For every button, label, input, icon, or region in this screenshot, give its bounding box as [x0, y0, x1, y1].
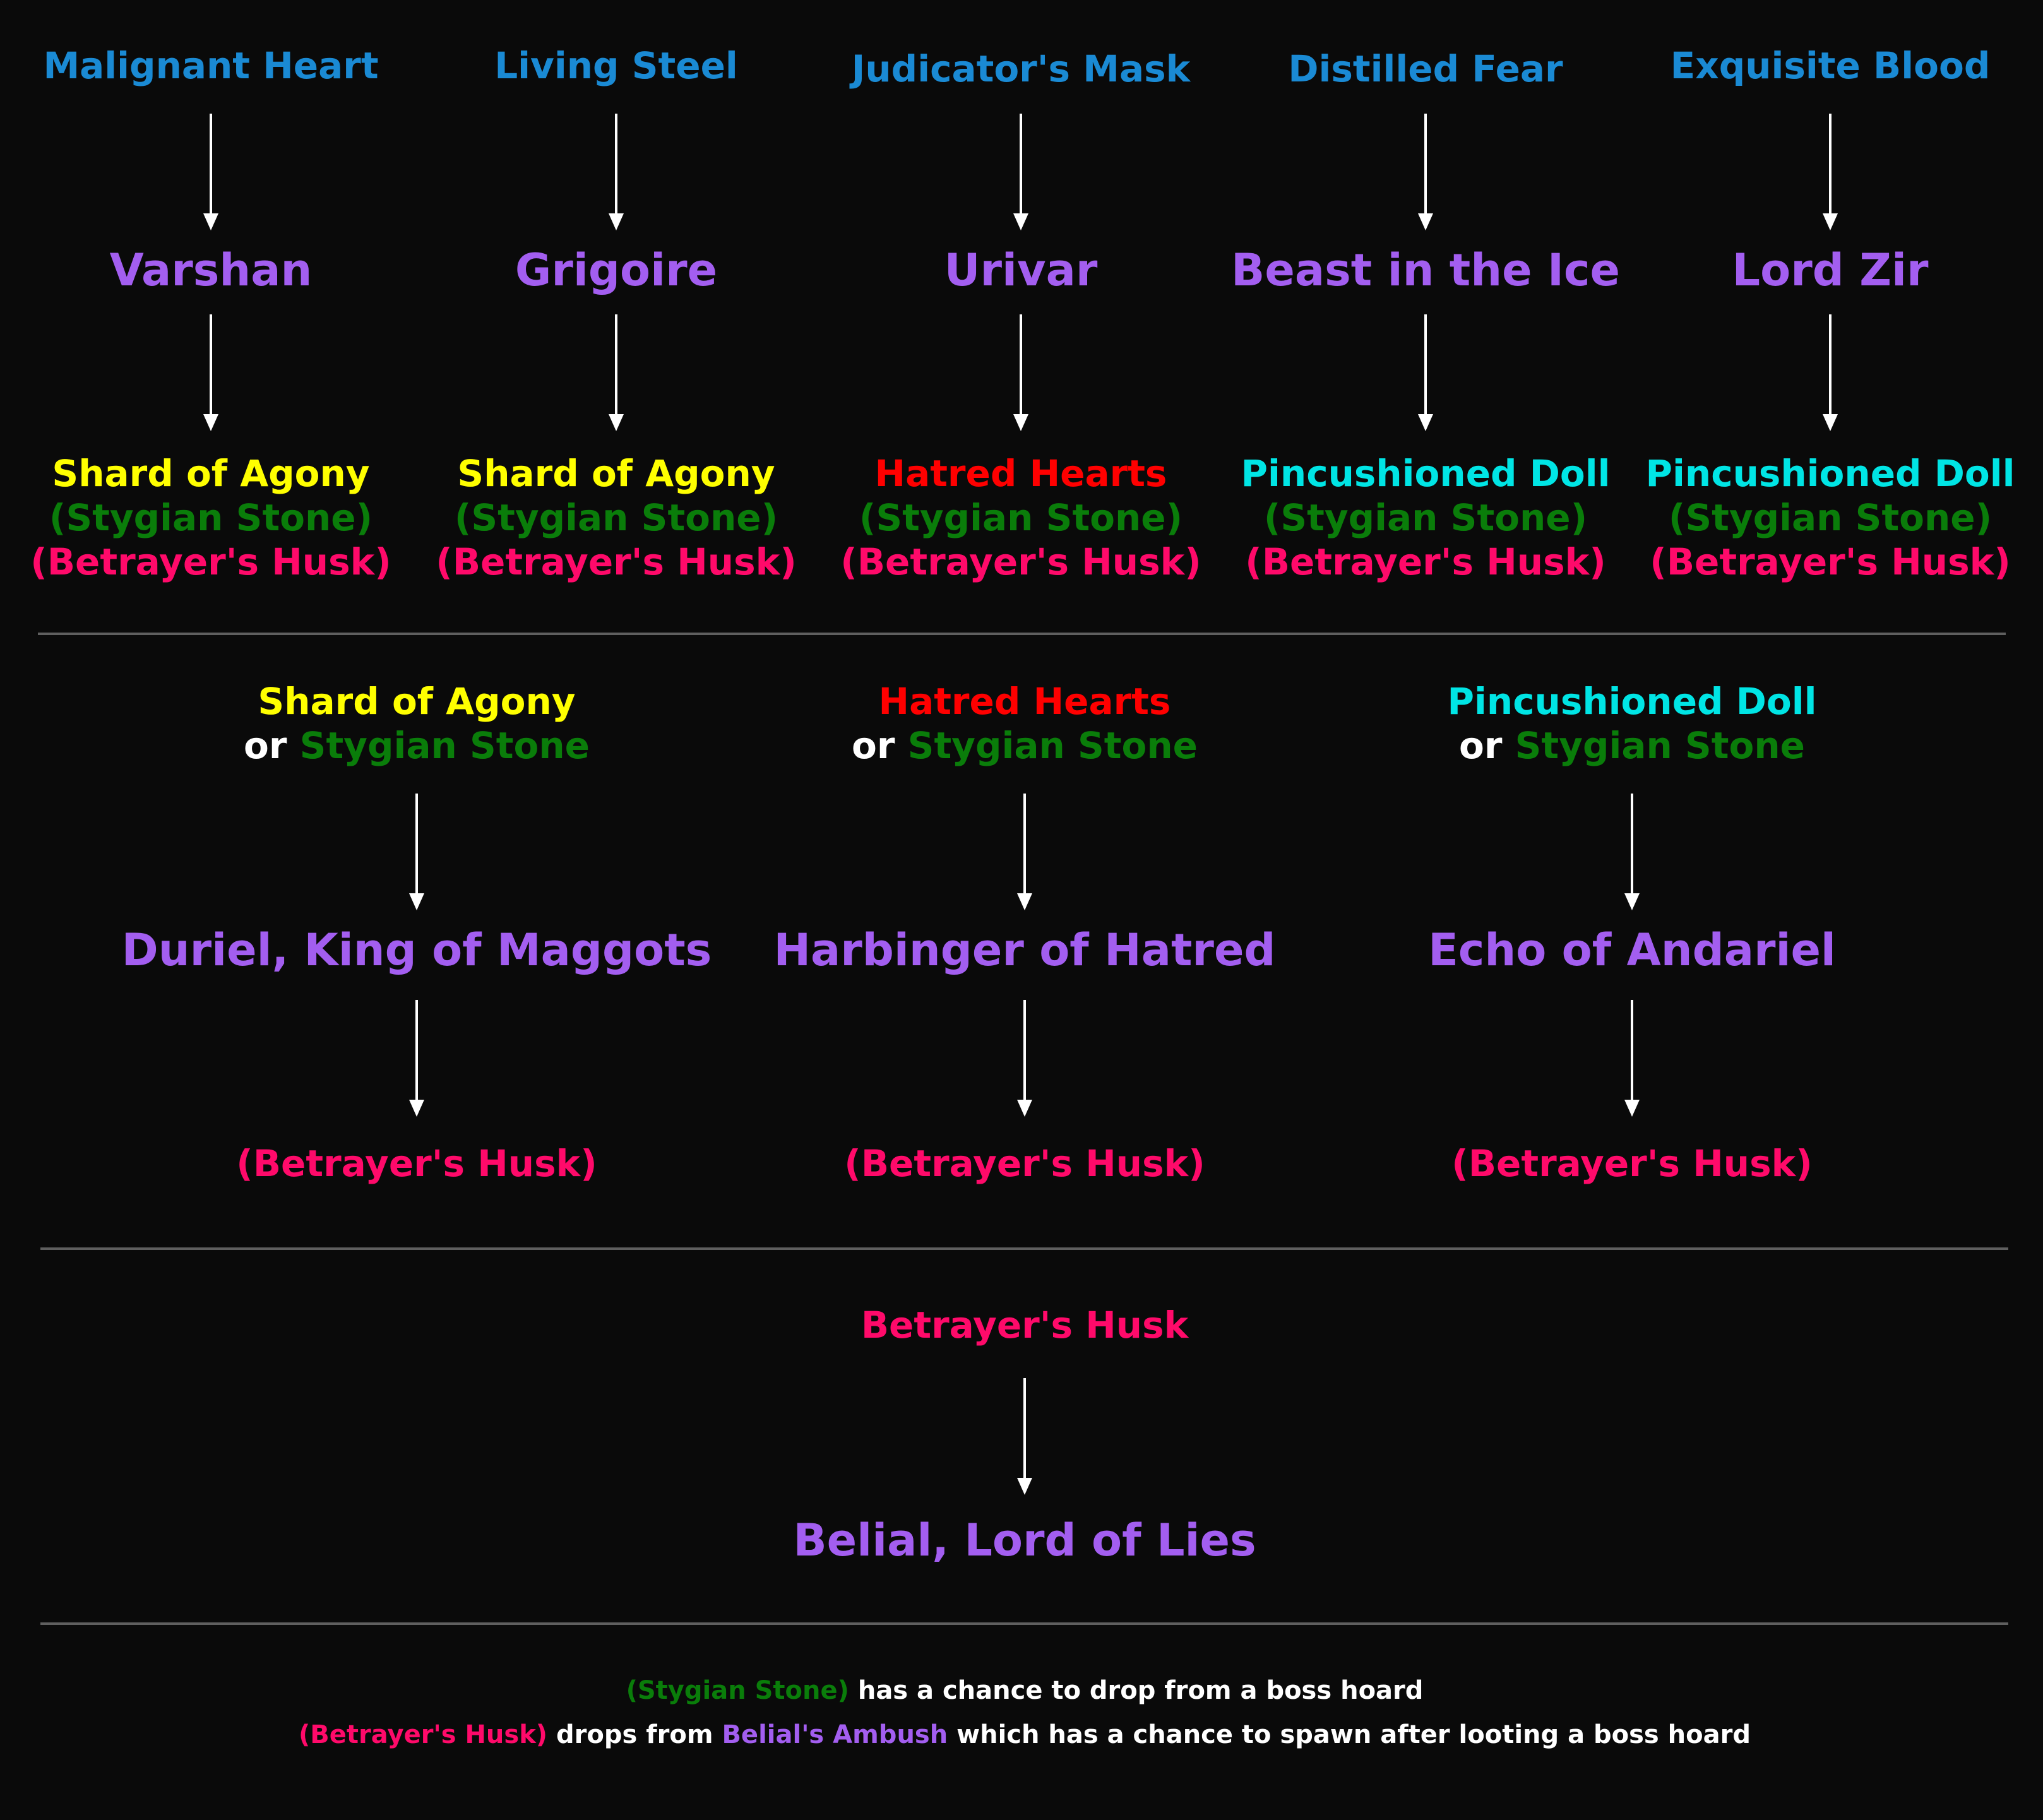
- material-label: Malignant Heart: [43, 44, 379, 87]
- drop-item-husk: (Betrayer's Husk): [1650, 540, 2011, 583]
- arrow-down-icon: [1624, 794, 1640, 910]
- arrow-down-icon: [203, 114, 218, 230]
- arrow-down-icon: [203, 314, 218, 431]
- drop-list: Pincushioned Doll (Stygian Stone) (Betra…: [1646, 451, 2015, 584]
- drop-item: Shard of Agony: [457, 452, 775, 495]
- key-alternative: or Stygian Stone: [852, 723, 1198, 768]
- boss-label: Echo of Andariel: [1428, 924, 1836, 976]
- footnote-text: has a chance to drop from a boss hoard: [849, 1676, 1424, 1705]
- footnote-highlight-ambush: Belial's Ambush: [722, 1720, 948, 1749]
- drop-item-stygian: (Stygian Stone): [49, 496, 373, 539]
- drop-list: Hatred Hearts (Stygian Stone) (Betrayer'…: [840, 451, 1201, 584]
- key-item: Pincushioned Doll: [1447, 680, 1817, 723]
- arrow-down-icon: [409, 794, 424, 910]
- arrow-down-icon: [1017, 794, 1032, 910]
- drop-list: Shard of Agony (Stygian Stone) (Betrayer…: [30, 451, 391, 584]
- drop-item: Pincushioned Doll: [1645, 452, 2015, 495]
- drop-item: Shard of Agony: [52, 452, 370, 495]
- key-requirement: Pincushioned Doll or Stygian Stone: [1448, 679, 1817, 768]
- footnote-highlight: (Stygian Stone): [626, 1676, 849, 1705]
- boss-label: Varshan: [109, 244, 313, 296]
- material-label: Exquisite Blood: [1670, 44, 1991, 87]
- drop-item-husk: (Betrayer's Husk): [236, 1142, 597, 1185]
- footnote-stygian: (Stygian Stone) has a chance to drop fro…: [626, 1678, 1424, 1703]
- drop-item-stygian: (Stygian Stone): [859, 496, 1183, 539]
- arrow-down-icon: [1823, 314, 1838, 431]
- arrow-down-icon: [1624, 1000, 1640, 1117]
- arrow-down-icon: [409, 1000, 424, 1117]
- arrow-down-icon: [1017, 1000, 1032, 1117]
- key-requirement: Shard of Agony or Stygian Stone: [244, 679, 590, 768]
- boss-label: Lord Zir: [1732, 244, 1929, 296]
- arrow-down-icon: [1017, 1378, 1032, 1495]
- drop-list: Shard of Agony (Stygian Stone) (Betrayer…: [436, 451, 796, 584]
- drop-item-husk: (Betrayer's Husk): [1451, 1142, 1813, 1185]
- or-text: or: [244, 724, 287, 767]
- boss-label: Duriel, King of Maggots: [121, 924, 712, 976]
- footnote-highlight: (Betrayer's Husk): [299, 1720, 548, 1749]
- section-divider: [38, 633, 2006, 635]
- footnote-text: drops from: [547, 1720, 722, 1749]
- material-label: Distilled Fear: [1288, 47, 1563, 90]
- arrow-down-icon: [609, 314, 624, 431]
- key-item: Shard of Agony: [258, 680, 576, 723]
- boss-label: Grigoire: [515, 244, 718, 296]
- section-divider: [40, 1622, 2008, 1625]
- footnote-husk: (Betrayer's Husk) drops from Belial's Am…: [299, 1722, 1751, 1747]
- drop-item-stygian: (Stygian Stone): [1668, 496, 1992, 539]
- section-divider: [40, 1247, 2008, 1250]
- drop-item-husk: (Betrayer's Husk): [1245, 540, 1606, 583]
- drop-item-husk: (Betrayer's Husk): [436, 540, 797, 583]
- key-requirement: Hatred Hearts or Stygian Stone: [852, 679, 1198, 768]
- boss-label: Beast in the Ice: [1231, 244, 1620, 296]
- arrow-down-icon: [609, 114, 624, 230]
- material-label: Judicator's Mask: [851, 47, 1191, 90]
- boss-label: Belial, Lord of Lies: [793, 1514, 1256, 1566]
- or-text: or: [852, 724, 895, 767]
- drop-item-husk: (Betrayer's Husk): [844, 1142, 1205, 1185]
- boss-label: Urivar: [944, 244, 1098, 296]
- footnote-text: which has a chance to spawn after lootin…: [948, 1720, 1751, 1749]
- key-item: Betrayer's Husk: [861, 1304, 1189, 1347]
- drop-item-stygian: (Stygian Stone): [454, 496, 778, 539]
- or-text: or: [1459, 724, 1503, 767]
- drop-item-husk: (Betrayer's Husk): [840, 540, 1201, 583]
- drop-item-stygian: (Stygian Stone): [1263, 496, 1588, 539]
- alt-item: Stygian Stone: [299, 724, 590, 767]
- drop-item: Pincushioned Doll: [1241, 452, 1611, 495]
- arrow-down-icon: [1013, 314, 1028, 431]
- arrow-down-icon: [1823, 114, 1838, 230]
- boss-label: Harbinger of Hatred: [773, 924, 1276, 976]
- arrow-down-icon: [1418, 314, 1433, 431]
- key-item: Hatred Hearts: [878, 680, 1171, 723]
- arrow-down-icon: [1013, 114, 1028, 230]
- arrow-down-icon: [1418, 114, 1433, 230]
- key-alternative: or Stygian Stone: [1448, 723, 1817, 768]
- alt-item: Stygian Stone: [1515, 724, 1805, 767]
- drop-item: Hatred Hearts: [874, 452, 1167, 495]
- key-alternative: or Stygian Stone: [244, 723, 590, 768]
- drop-item-husk: (Betrayer's Husk): [30, 540, 391, 583]
- drop-list: Pincushioned Doll (Stygian Stone) (Betra…: [1241, 451, 1611, 584]
- alt-item: Stygian Stone: [907, 724, 1198, 767]
- material-label: Living Steel: [494, 44, 738, 87]
